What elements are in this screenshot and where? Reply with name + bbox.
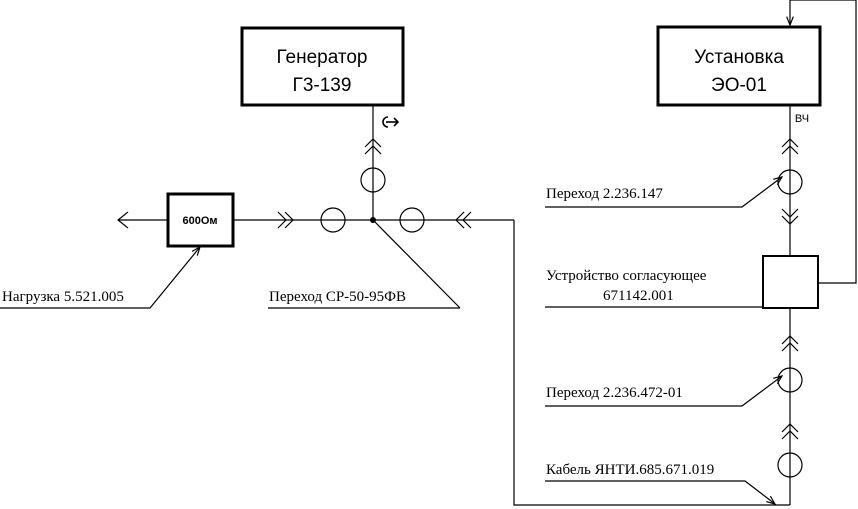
matching-label-line2: 671142.001 [603,288,674,304]
load-arrow-icon [117,211,129,229]
adapter-left-icon [320,207,346,233]
cable-leader [545,480,775,504]
matching-label-line1: Устройство согласующее [546,268,707,284]
generator-adapter-icon [360,167,386,193]
installation-name: Установка [694,47,784,68]
adapter-147-leader [545,177,782,208]
connector-pair-right-icon [455,211,472,229]
matching-input-connector-icon [781,208,799,225]
load-value: 600Ом [182,215,217,227]
load-label: Нагрузка 5.521.005 [2,289,124,305]
connector-pair-left-icon [277,211,294,229]
load-block: 600Ом [166,192,235,248]
matching-device-block [762,255,819,309]
adapter-472-label: Переход 2.236.472-01 [546,385,683,401]
adapter-cp-leader [268,219,461,309]
cable-connector-icon [781,423,799,440]
installation-model: ЭО-01 [711,75,767,96]
hf-connector-icon [781,138,799,155]
hf-port-label: ВЧ [795,113,809,125]
generator-model: Г3-139 [293,75,352,96]
adapter-147-label: Переход 2.236.147 [546,186,663,202]
adapter-cp-label: Переход СР-50-95ФВ [269,289,406,305]
matching-output-connector-icon [781,335,799,352]
generator-name: Генератор [277,47,368,68]
cable-label: Кабель ЯНТИ.685.671.019 [546,462,714,478]
generator-block: Генератор Г3-139 [240,26,405,107]
cable-run-line [513,220,790,506]
generator-connector-icon [364,138,382,155]
feedback-line [790,0,857,284]
installation-block: Установка ЭО-01 ВЧ [656,25,822,125]
load-leader [0,247,200,309]
adapter-472-leader [545,376,782,407]
generator-output-icon [382,116,400,128]
cable-adapter-icon [777,452,803,478]
adapter-right-icon [399,207,425,233]
